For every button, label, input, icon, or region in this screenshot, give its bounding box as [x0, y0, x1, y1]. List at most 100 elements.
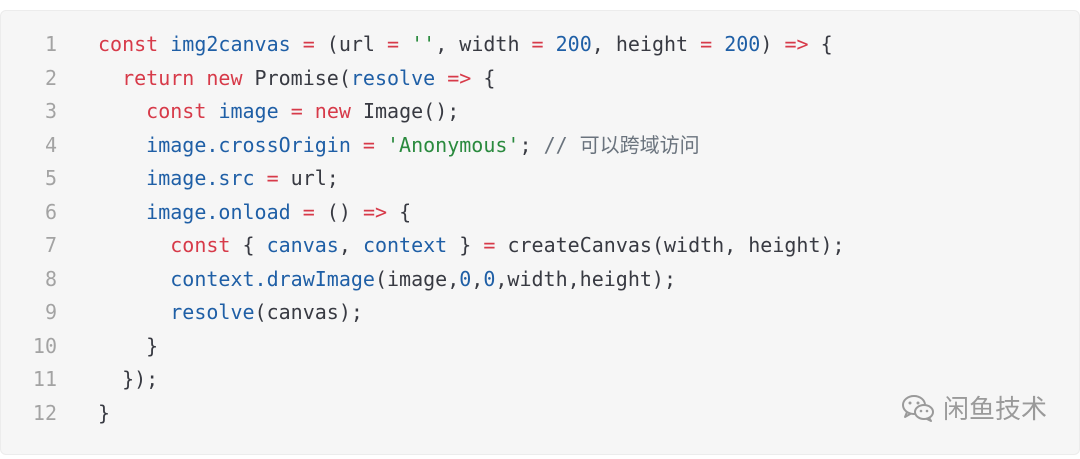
code-token: '' [411, 32, 436, 56]
code-token: = [483, 233, 496, 257]
code-token [206, 99, 218, 123]
line-number: 8 [44, 266, 57, 291]
code-token: 0 [483, 266, 496, 291]
code-token: () [314, 199, 363, 224]
code-token: url; [278, 166, 339, 190]
code-token: new [206, 65, 243, 90]
code-token: 200 [555, 32, 592, 56]
code-token: = [290, 99, 303, 123]
code-token: new [314, 99, 351, 123]
code-token [435, 66, 447, 90]
code-token: img2canvas [170, 32, 291, 56]
code-line: 8 context.drawImage(image,0,0,width,heig… [1, 263, 845, 297]
code-line: 3 const image = new Image(); [1, 95, 845, 129]
code-token: } [447, 233, 484, 257]
code-token: resolve [350, 65, 436, 90]
line-number: 10 [32, 333, 57, 358]
code-token: } [98, 400, 111, 425]
line-number: 4 [44, 132, 57, 157]
code-token [375, 133, 387, 157]
code-token [291, 200, 303, 224]
code-line: 11 }); [1, 363, 845, 397]
code-token: const [170, 233, 231, 257]
code-token: image.src [146, 166, 255, 190]
code-token [291, 32, 303, 56]
code-token: = [302, 32, 315, 56]
code-token [351, 133, 363, 157]
code-token [98, 200, 146, 224]
code-token: = [362, 132, 375, 157]
code-token: = [387, 32, 400, 56]
code-token [98, 300, 170, 324]
code-token [255, 166, 267, 190]
code-token [98, 66, 122, 90]
code-token: (canvas); [254, 300, 363, 324]
code-line: 6 image.onload = () => { [1, 196, 845, 230]
code-token: const [98, 32, 171, 56]
code-token: { [471, 65, 496, 90]
line-code: }); [98, 363, 158, 397]
line-number: 11 [32, 367, 57, 391]
line-code: image.onload = () => { [98, 196, 411, 230]
code-block: 1 const img2canvas = (url = '', width = 2… [0, 10, 1080, 455]
code-token: => [362, 199, 388, 224]
code-line: 5 image.src = url; [1, 162, 845, 196]
code-line: 12} [1, 397, 845, 431]
code-line: 9 resolve(canvas); [1, 296, 845, 330]
line-number: 3 [44, 99, 57, 123]
code-token [194, 66, 206, 90]
code-token: = [302, 199, 315, 224]
code-token: ) [760, 32, 785, 56]
code-token: 200 [724, 32, 761, 56]
code-token [98, 267, 170, 291]
code-token [98, 166, 146, 190]
line-number: 1 [44, 32, 57, 56]
code-token: context.drawImage [170, 266, 375, 291]
code-token: image [218, 99, 279, 123]
code-token [303, 99, 315, 123]
line-code: const image = new Image(); [98, 95, 459, 129]
code-token: ; [519, 132, 544, 157]
code-token: // 可以跨域访问 [543, 132, 700, 157]
code-token: => [784, 32, 809, 56]
code-token: const [146, 99, 207, 123]
code-token: image.onload [146, 199, 291, 224]
code-token: (url [314, 32, 388, 56]
code-token [98, 99, 146, 123]
code-token: Promise( [242, 65, 351, 90]
code-line: 1 const img2canvas = (url = '', width = 2… [1, 28, 845, 62]
code-lines: 1 const img2canvas = (url = '', width = 2… [1, 28, 845, 430]
line-number: 2 [44, 65, 57, 90]
code-line: 10 } [1, 330, 845, 364]
line-number: 12 [32, 400, 57, 425]
code-token [399, 32, 411, 56]
code-token: image.crossOrigin [146, 132, 351, 157]
code-token: = [700, 32, 713, 56]
code-token: = [266, 166, 279, 190]
wechat-icon [901, 394, 935, 422]
line-number: 6 [44, 199, 57, 224]
code-token: , height [591, 32, 701, 56]
code-token: resolve [170, 300, 255, 324]
code-token: { [230, 233, 267, 257]
code-line: 2 return new Promise(resolve => { [1, 62, 845, 96]
line-code: } [98, 330, 158, 364]
code-token: ,width,height); [495, 266, 677, 291]
line-number: 7 [44, 233, 57, 257]
code-token: , [471, 266, 484, 291]
watermark: 闲鱼技术 [901, 389, 1047, 426]
line-number: 9 [44, 300, 57, 324]
code-token [544, 32, 556, 56]
code-token: createCanvas(width, height); [495, 233, 845, 257]
code-line: 7 const { canvas, context } = createCanv… [1, 229, 845, 263]
code-token [712, 32, 724, 56]
line-code: const img2canvas = (url = '', width = 20… [98, 28, 833, 62]
line-code: image.crossOrigin = 'Anonymous'; // 可以跨域… [98, 129, 700, 163]
watermark-text: 闲鱼技术 [942, 395, 1047, 425]
code-line: 4 image.crossOrigin = 'Anonymous'; // 可以… [1, 129, 845, 163]
line-code: } [98, 397, 110, 431]
code-token: context [362, 233, 448, 257]
line-number: 5 [44, 166, 57, 190]
line-code: resolve(canvas); [98, 296, 363, 330]
code-token: , [338, 233, 363, 257]
